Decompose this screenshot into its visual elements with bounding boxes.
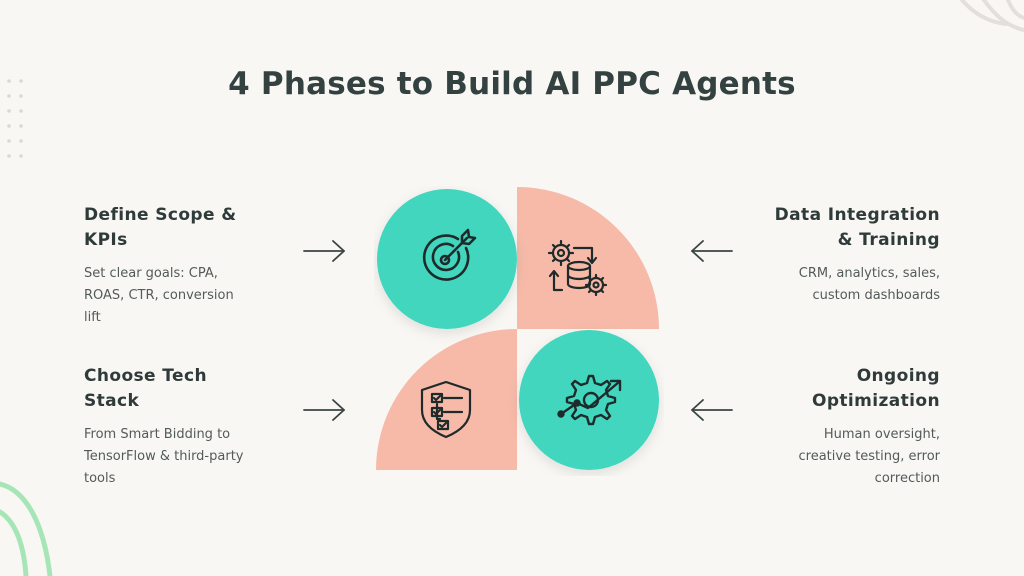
gear-growth-icon [557,374,622,426]
arrow-left-icon [691,399,733,421]
dot-grid-decoration [7,79,23,158]
phase-title: Ongoing Optimization [811,366,940,411]
phase-data-integration: Data Integration & Training CRM, analyti… [760,203,940,307]
quarter-shape-bottom-left [376,329,517,470]
arrow-right-icon [303,399,345,421]
phase-define-scope: Define Scope & KPIs Set clear goals: CPA… [84,203,264,329]
phase-title: Data Integration & Training [774,205,940,250]
phases-diagram [376,187,659,470]
phase-description: From Smart Bidding to TensorFlow & third… [84,427,244,486]
arrow-right-icon [303,240,345,262]
phase-description: Set clear goals: CPA, ROAS, CTR, convers… [84,266,234,325]
page-title: 4 Phases to Build AI PPC Agents [228,66,796,102]
phase-description: CRM, analytics, sales, custom dashboards [798,266,940,303]
circle-shape-bottom-right [519,330,659,470]
phase-title: Define Scope & KPIs [84,205,237,250]
phase-ongoing-optimization: Ongoing Optimization Human oversight, cr… [760,364,940,490]
gears-database-icon [547,239,608,297]
phase-choose-tech-stack: Choose Tech Stack From Smart Bidding to … [84,364,264,490]
phase-description: Human oversight, creative testing, error… [798,427,940,486]
scribble-decoration [960,0,1024,32]
phase-title: Choose Tech Stack [84,366,207,411]
leaf-decoration [0,481,53,576]
arrow-left-icon [691,240,733,262]
shield-checklist-icon [420,380,472,439]
target-icon [422,228,477,281]
